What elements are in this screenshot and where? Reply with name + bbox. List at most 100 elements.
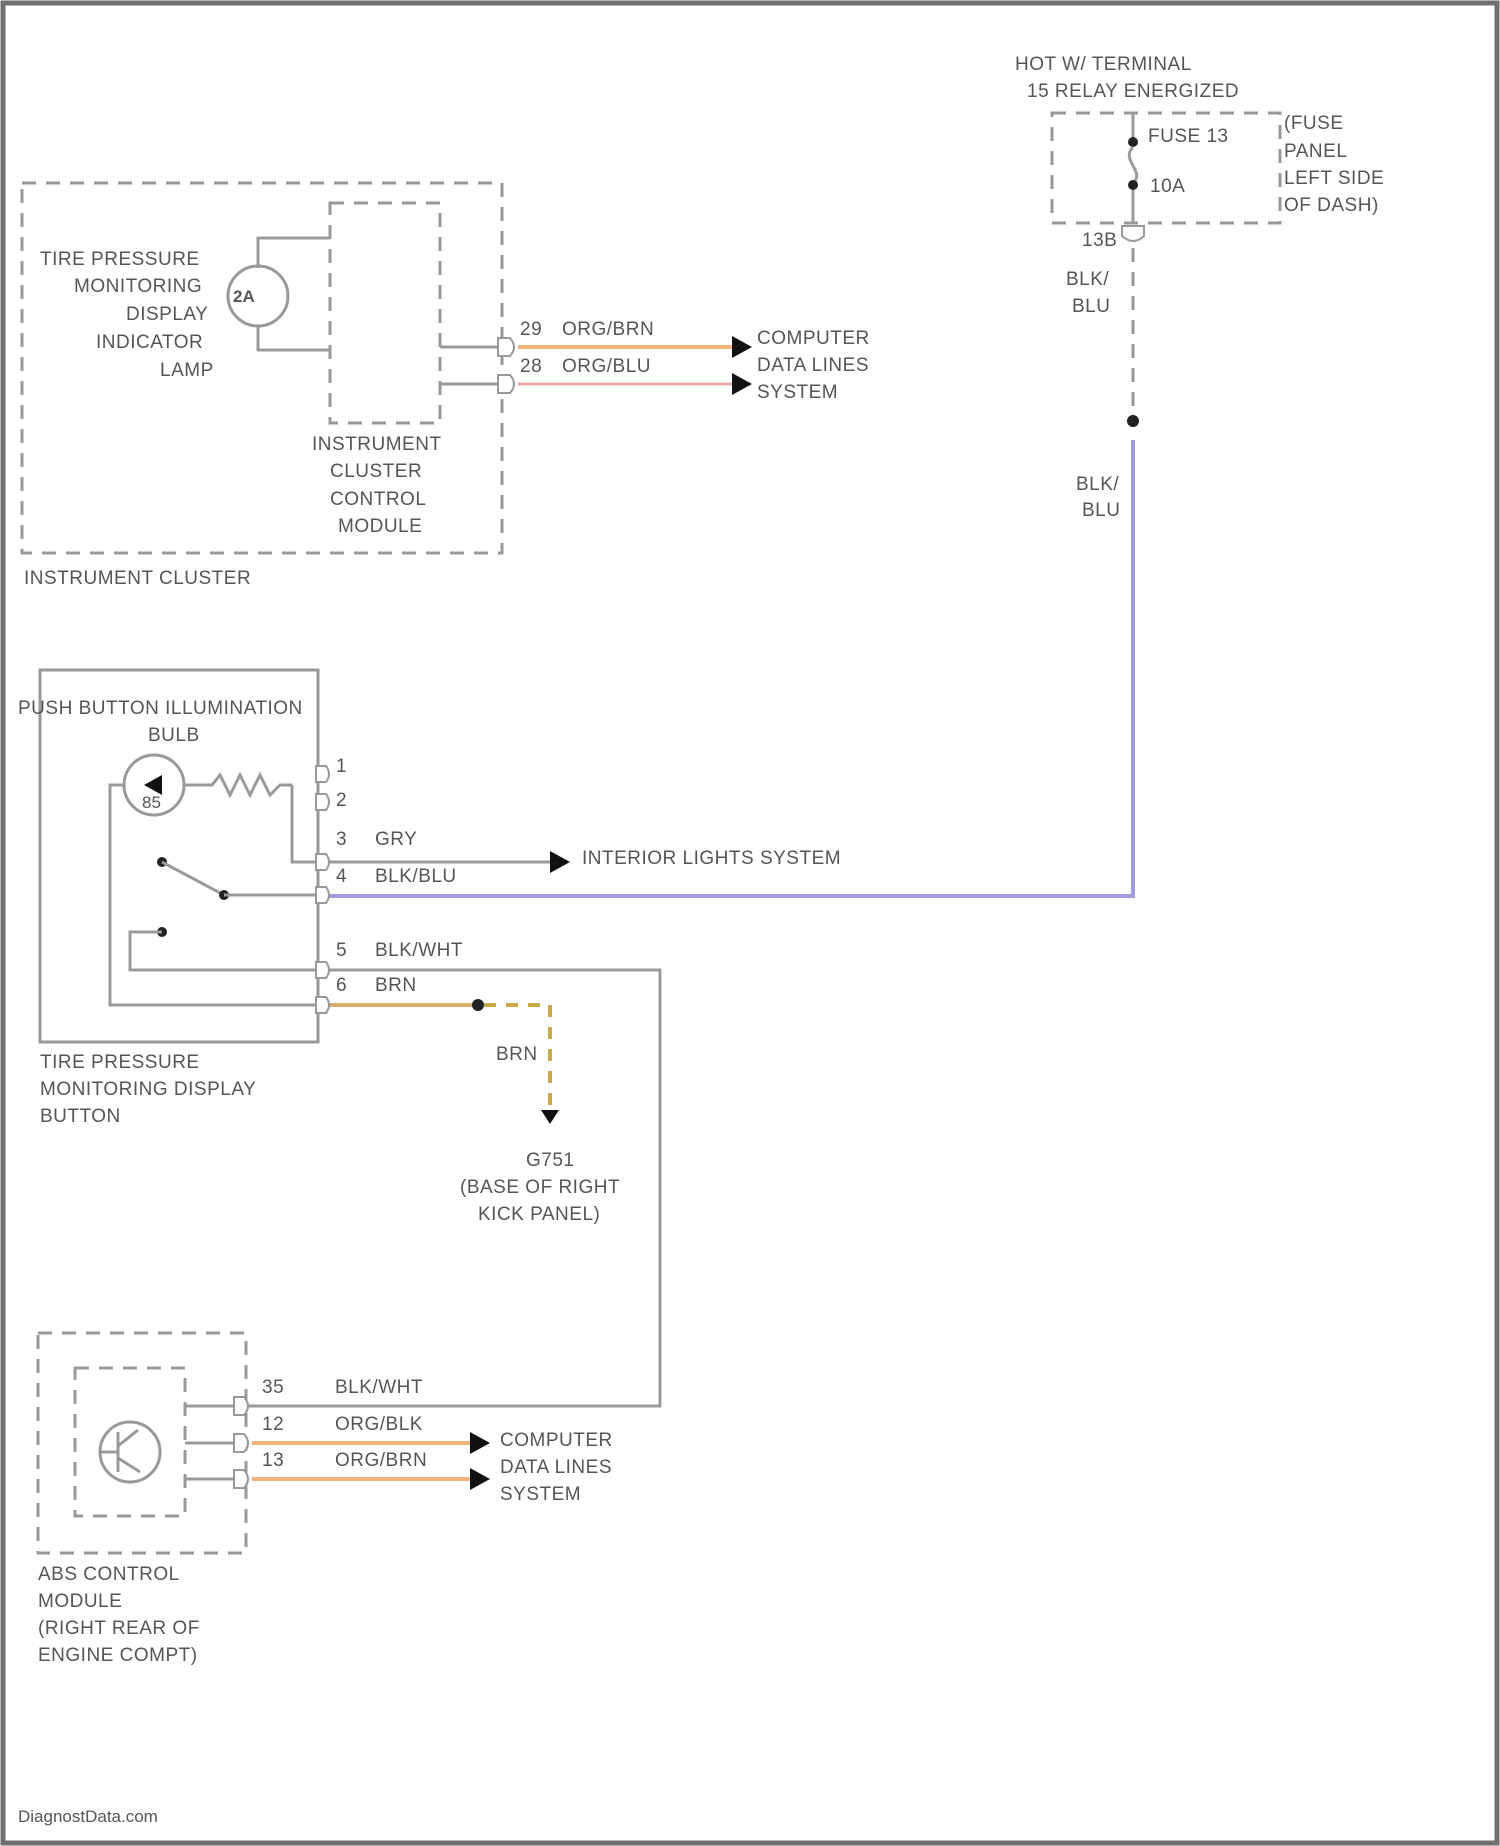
lamp-label-4: INDICATOR <box>96 332 203 353</box>
lamp-label-2: MONITORING <box>74 276 202 297</box>
wire-color-upper-2: BLU <box>1072 296 1110 317</box>
cluster-wire-color-28: ORG/BLU <box>562 356 651 377</box>
cluster-pin-28 <box>498 375 514 393</box>
switch-to-pin5 <box>130 932 320 970</box>
abs-dest-3: SYSTEM <box>500 1484 581 1505</box>
cluster-wire-pin-28: 28 <box>520 356 542 377</box>
button-pin-4 <box>316 887 329 903</box>
abs-wire-color-13: ORG/BRN <box>335 1450 427 1471</box>
cluster-wire-pin-29: 29 <box>520 319 542 340</box>
ground-wire-color: BRN <box>496 1044 538 1065</box>
ground-splice-dot <box>472 999 484 1011</box>
abs-dest-2: DATA LINES <box>500 1457 612 1478</box>
cluster-dest-1: COMPUTER <box>757 328 870 349</box>
transistor-emitter-icon <box>118 1458 140 1472</box>
fuse-location-3: LEFT SIDE <box>1284 168 1384 189</box>
switch-lever-icon <box>162 862 222 894</box>
lamp-label-1: TIRE PRESSURE <box>40 249 200 270</box>
ground-location-2: KICK PANEL) <box>478 1204 600 1225</box>
button-wire-pin-4: 4 <box>336 866 347 887</box>
abs-label-3: (RIGHT REAR OF <box>38 1618 200 1639</box>
abs-module-inner-box <box>75 1368 185 1516</box>
button-label-2: MONITORING DISPLAY <box>40 1079 256 1100</box>
fuse-terminal-bottom <box>1128 180 1138 190</box>
fuse-hot-line2: 15 RELAY ENERGIZED <box>1027 81 1239 102</box>
fuse-rating: 10A <box>1150 176 1185 197</box>
module-label-1: INSTRUMENT <box>312 434 442 455</box>
abs-label-4: ENGINE COMPT) <box>38 1645 198 1666</box>
cluster-dest-2: DATA LINES <box>757 355 869 376</box>
module-label-2: CLUSTER <box>330 461 422 482</box>
cluster-wire-color-29: ORG/BRN <box>562 319 654 340</box>
button-pin-3 <box>316 854 329 870</box>
module-label-4: MODULE <box>338 516 422 537</box>
data-arrow-29 <box>732 336 752 358</box>
fuse-block: HOT W/ TERMINAL 15 RELAY ENERGIZED FUSE … <box>1015 54 1384 521</box>
instrument-cluster-label: INSTRUMENT CLUSTER <box>24 568 251 589</box>
abs-label-2: MODULE <box>38 1591 122 1612</box>
fuse-pin-connector <box>1122 226 1144 241</box>
wire-color-lower-1: BLK/ <box>1076 474 1119 495</box>
instrument-cluster: TIRE PRESSURE MONITORING DISPLAY INDICAT… <box>22 183 870 589</box>
lamp-lead-top <box>258 238 330 268</box>
splice-dot <box>1127 415 1139 427</box>
abs-data-arrow-13 <box>470 1468 490 1490</box>
abs-module: 35 BLK/WHT 12 ORG/BLK 13 ORG/BRN COMPUTE… <box>38 1333 613 1666</box>
abs-wire-pin-35: 35 <box>262 1377 284 1398</box>
blk-blu-feed-wire <box>322 440 1133 896</box>
button-label-3: BUTTON <box>40 1106 121 1127</box>
wire-color-upper-1: BLK/ <box>1066 269 1109 290</box>
button-wire-color-6: BRN <box>375 975 417 996</box>
cluster-pin-29 <box>498 338 514 356</box>
button-wire-pin-3: 3 <box>336 829 347 850</box>
button-wire-color-4: BLK/BLU <box>375 866 457 887</box>
button-pin-6 <box>316 997 329 1013</box>
lamp-symbol: 2A <box>233 287 255 306</box>
data-arrow-28 <box>732 373 752 395</box>
transistor-collector-icon <box>118 1430 138 1446</box>
fuse-element <box>1129 147 1137 183</box>
abs-wire-color-35: BLK/WHT <box>335 1377 423 1398</box>
fuse-location-1: (FUSE <box>1284 113 1344 134</box>
button-label-1: TIRE PRESSURE <box>40 1052 200 1073</box>
ground-g751: BRN G751 (BASE OF RIGHT KICK PANEL) <box>460 999 620 1225</box>
button-pin-1 <box>316 766 329 782</box>
abs-data-arrow-12 <box>470 1432 490 1454</box>
abs-wire-color-12: ORG/BLK <box>335 1414 423 1435</box>
abs-wire-pin-12: 12 <box>262 1414 284 1435</box>
fuse-location-4: OF DASH) <box>1284 195 1379 216</box>
fuse-pin-number: 13B <box>1082 230 1117 251</box>
tpms-button: PUSH BUTTON ILLUMINATION BULB 85 1 2 3 G… <box>18 670 841 1406</box>
interior-lights-dest: INTERIOR LIGHTS SYSTEM <box>582 848 841 869</box>
fuse-hot-line1: HOT W/ TERMINAL <box>1015 54 1192 75</box>
button-wire-color-5: BLK/WHT <box>375 940 463 961</box>
button-pin-5 <box>316 962 329 978</box>
fuse-name: FUSE 13 <box>1148 126 1229 147</box>
wire-color-lower-2: BLU <box>1082 500 1120 521</box>
bulb-label-2: BULB <box>148 725 200 746</box>
cluster-dest-3: SYSTEM <box>757 382 838 403</box>
abs-label-1: ABS CONTROL <box>38 1564 180 1585</box>
ground-icon <box>541 1110 559 1124</box>
bulb-label-1: PUSH BUTTON ILLUMINATION <box>18 698 303 719</box>
bulb-resistor-icon <box>184 775 292 795</box>
button-wire-pin-6: 6 <box>336 975 347 996</box>
module-label-3: CONTROL <box>330 489 426 510</box>
watermark: DiagnostData.com <box>18 1807 158 1826</box>
fuse-terminal-top <box>1128 137 1138 147</box>
button-pin-label-2: 2 <box>336 790 347 811</box>
ground-name: G751 <box>526 1150 574 1171</box>
interior-lights-arrow <box>550 851 570 873</box>
abs-pin-12 <box>234 1434 248 1452</box>
lamp-label-3: DISPLAY <box>126 304 208 325</box>
page-border <box>3 3 1497 1843</box>
button-wire-pin-5: 5 <box>336 940 347 961</box>
bulb-diode-icon <box>144 775 162 795</box>
bulb-symbol: 85 <box>142 793 161 812</box>
instrument-cluster-module-box <box>330 203 440 423</box>
fuse-location-2: PANEL <box>1284 141 1347 162</box>
abs-pin-13 <box>234 1470 248 1488</box>
abs-dest-1: COMPUTER <box>500 1430 613 1451</box>
lamp-label-5: LAMP <box>160 360 214 381</box>
